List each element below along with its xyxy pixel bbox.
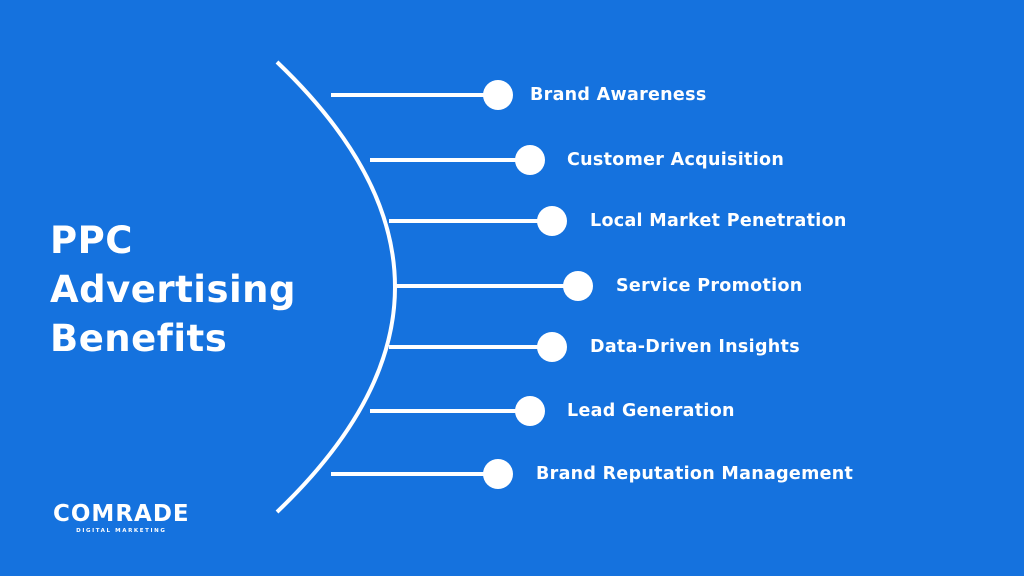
node-dot <box>483 459 513 489</box>
benefit-label: Customer Acquisition <box>567 150 785 170</box>
benefit-label: Brand Reputation Management <box>536 464 854 484</box>
benefit-label: Lead Generation <box>567 401 735 421</box>
title-line: Benefits <box>50 317 228 360</box>
benefit-label: Brand Awareness <box>530 85 707 105</box>
benefit-label: Local Market Penetration <box>590 211 847 231</box>
benefit-label: Data-Driven Insights <box>590 337 800 357</box>
node-dot <box>537 206 567 236</box>
comrade-logo: COMRADE DIGITAL MARKETING <box>53 501 190 534</box>
logo-name: COMRADE <box>53 501 190 527</box>
node-dot <box>563 271 593 301</box>
title-line: Advertising <box>50 268 296 311</box>
page-title: PPC Advertising Benefits <box>50 216 296 363</box>
node-dot <box>515 396 545 426</box>
logo-tagline: DIGITAL MARKETING <box>76 528 167 534</box>
benefit-label: Service Promotion <box>616 276 803 296</box>
title-line: PPC <box>50 219 133 262</box>
arc <box>275 60 397 514</box>
node-dot <box>483 80 513 110</box>
node-dot <box>537 332 567 362</box>
node-dot <box>515 145 545 175</box>
